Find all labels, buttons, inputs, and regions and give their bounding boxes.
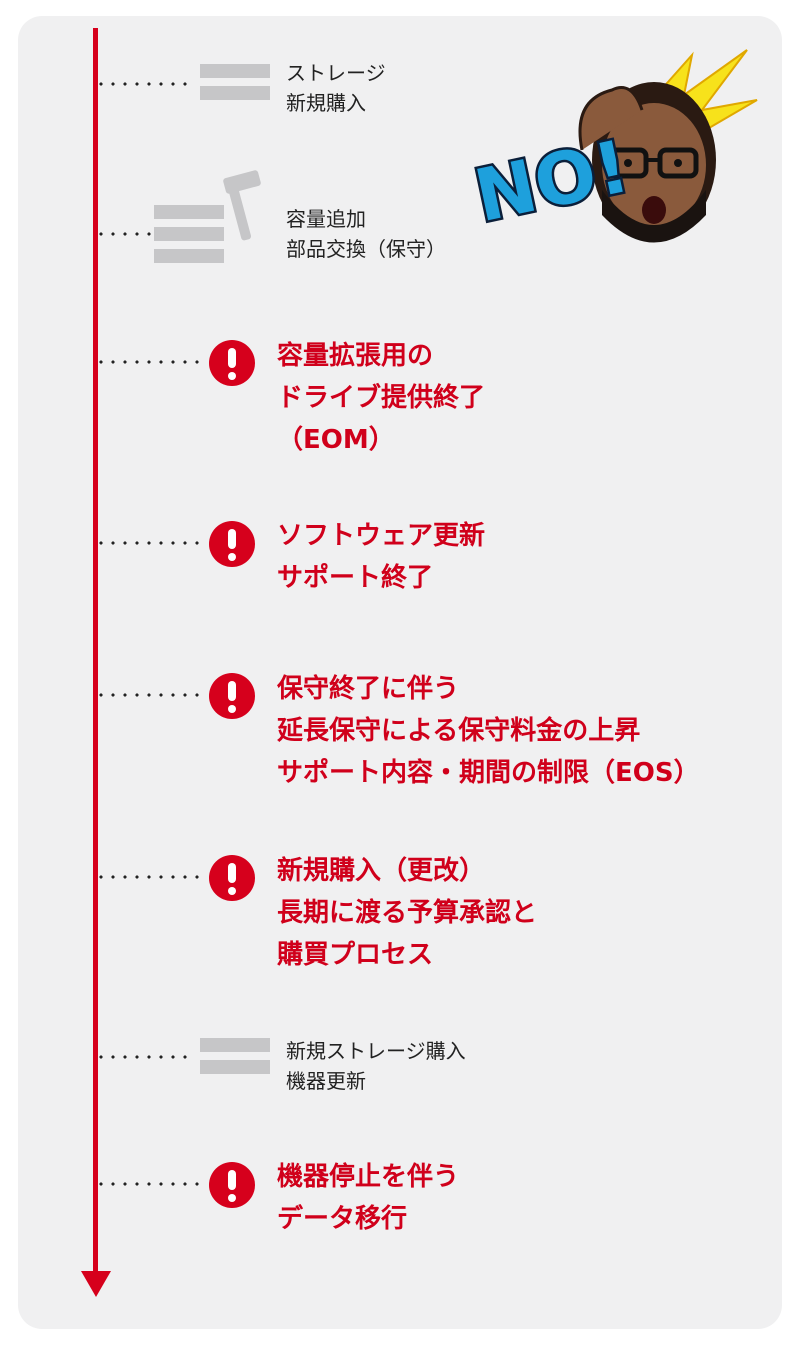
leader-dots (95, 541, 201, 545)
leader-dots (95, 875, 201, 879)
timeline-item-equipment-refresh: 新規ストレージ購入 機器更新 (286, 1039, 466, 1093)
leader-dots (95, 1182, 201, 1186)
timeline-item-data-migration: 機器停止を伴う データ移行 (277, 1162, 460, 1234)
leader-dots (95, 1055, 189, 1059)
exclamation-icon (209, 340, 255, 386)
exclamation-icon (209, 855, 255, 901)
timeline-item-eom: 容量拡張用の ドライブ提供終了 （EOM） (277, 341, 486, 455)
exclamation-icon (209, 521, 255, 567)
timeline-item-eos: 保守終了に伴う 延長保守による保守料金の上昇 サポート内容・期間の制限（EOS） (277, 674, 700, 788)
timeline-item-software-support-end: ソフトウェア更新 サポート終了 (277, 521, 486, 593)
exclamation-icon (209, 1162, 255, 1208)
leader-dots (95, 360, 201, 364)
leader-dots (95, 82, 189, 86)
timeline-item-storage-purchase: ストレージ 新規購入 (286, 61, 386, 115)
timeline-axis (93, 28, 98, 1278)
leader-dots (95, 232, 153, 236)
hammer-icon (223, 170, 261, 241)
timeline-item-renewal-purchase: 新規購入（更改） 長期に渡る予算承認と 購買プロセス (277, 856, 538, 970)
shocked-face-icon (578, 82, 716, 243)
timeline-item-maintenance: 容量追加 部品交換（保守） (286, 207, 446, 261)
exclamation-icon (209, 673, 255, 719)
no-reaction-sticker: NO! (465, 49, 758, 243)
leader-dots (95, 693, 201, 697)
timeline-arrowhead (81, 1271, 111, 1297)
